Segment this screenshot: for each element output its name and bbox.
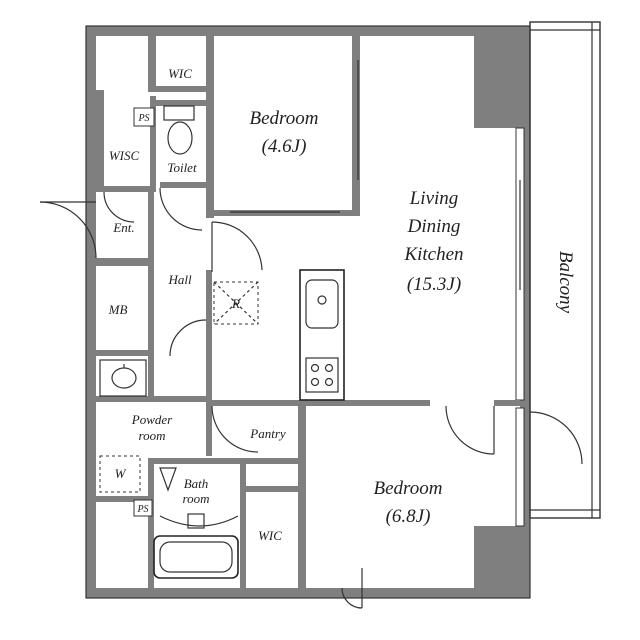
label-wisc: WISC xyxy=(109,148,140,163)
bath-shower xyxy=(159,467,177,492)
label-entrance: Ent. xyxy=(112,220,134,235)
balcony-area xyxy=(529,21,601,519)
wall-left-strip xyxy=(86,90,96,486)
label-bath-1: Bath xyxy=(184,476,209,491)
label-ps-bottom: PS xyxy=(136,504,148,515)
label-bedroom-large: Bedroom xyxy=(374,478,443,499)
bath-arc xyxy=(159,515,239,527)
label-pantry: Pantry xyxy=(249,426,286,441)
label-ldk-2: Dining xyxy=(407,216,461,237)
label-toilet: Toilet xyxy=(167,160,197,175)
floor-top-strip xyxy=(148,36,474,90)
label-ldk-1: Living xyxy=(409,188,459,209)
label-powder-2: room xyxy=(139,428,166,443)
toilet-fixture xyxy=(163,105,195,155)
kitchen-counter xyxy=(299,269,345,401)
refrigerator-space xyxy=(213,281,259,325)
floor-area-right xyxy=(474,128,520,526)
column-bottom-right xyxy=(474,526,530,598)
label-bedroom-large-size: (6.8J) xyxy=(386,506,431,527)
label-powder-1: Powder xyxy=(131,412,173,427)
column-top-right xyxy=(474,26,530,128)
label-washer: W xyxy=(115,466,127,481)
bedroom-large-window xyxy=(515,407,525,527)
label-wic-bottom: WIC xyxy=(258,528,282,543)
label-ldk-3: Kitchen xyxy=(403,244,463,265)
label-hall: Hall xyxy=(167,272,192,287)
label-refrigerator: R xyxy=(231,296,240,311)
label-bath-2: room xyxy=(183,491,210,506)
label-wic-top: WIC xyxy=(168,66,192,81)
label-ps-top: PS xyxy=(137,113,149,124)
label-ldk-size: (15.3J) xyxy=(407,274,461,295)
label-bedroom-small-size: (4.6J) xyxy=(262,136,307,157)
bathtub xyxy=(153,535,239,579)
doors xyxy=(39,60,583,609)
label-mb: MB xyxy=(108,302,128,317)
label-balcony: Balcony xyxy=(555,251,576,314)
ps-box-top xyxy=(133,107,155,127)
label-bedroom-small: Bedroom xyxy=(250,108,319,129)
sink xyxy=(99,359,147,397)
washer-space xyxy=(99,455,141,493)
ps-box-bottom xyxy=(133,499,153,517)
